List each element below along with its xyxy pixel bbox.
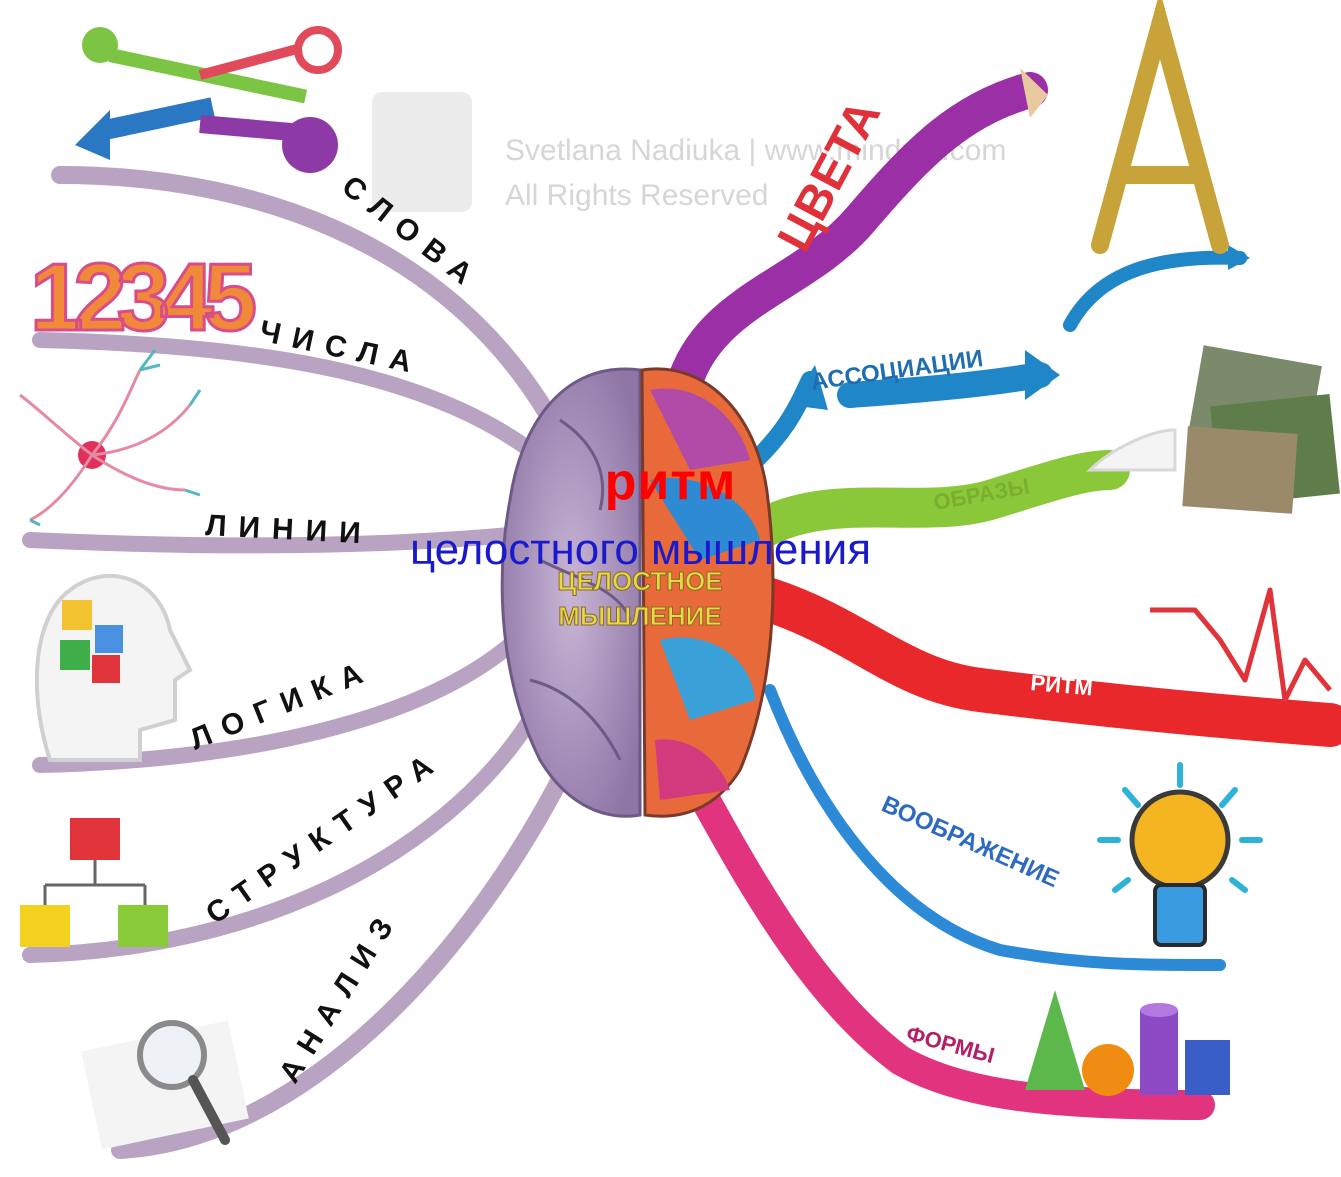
branch-cveta [662, 72, 1048, 418]
brain: ЦЕЛОСТНОЕ МЫШЛЕНИЕ [500, 367, 775, 818]
magnifier-icon [81, 1020, 249, 1150]
overlay-subtitle: целостного мышления [409, 525, 872, 574]
watermark-line2: All Rights Reserved [505, 179, 768, 212]
flowchart-icon [20, 818, 168, 947]
branch-chisla [32, 332, 538, 458]
branch-analiz [111, 751, 579, 1159]
lightbulb-icon [1097, 762, 1263, 947]
numbers-icon-text: 12345 [30, 244, 255, 351]
brain-label-line1: ЦЕЛОСТНОЕ [557, 566, 722, 596]
branch-associacii-2 [837, 362, 1053, 408]
branch-formy [685, 775, 1215, 1120]
pencil-tip [1020, 68, 1048, 118]
branch-struktura [22, 712, 538, 963]
arrow-head-associacii [790, 365, 828, 410]
arrow-head-associacii-2 [1025, 350, 1060, 400]
letter-a-icon [1091, 0, 1229, 254]
shapes-icon [1025, 990, 1230, 1096]
label-voobrazhenie: ВООБРАЖЕНИЕ [878, 791, 1063, 893]
branch-obrazy [740, 450, 1130, 550]
branch-voobrazhenie [764, 684, 1226, 971]
pulse-icon [1150, 587, 1332, 703]
branch-slova [51, 166, 554, 419]
branch-linii [22, 527, 518, 554]
brain-label-line2: МЫШЛЕНИЕ [558, 601, 722, 631]
numbers-icon: 12345 [29, 243, 267, 353]
right-branches [662, 72, 1341, 1120]
neuron-icon [19, 349, 202, 527]
left-branches [22, 166, 579, 1159]
label-ritm: РИТМ [1030, 670, 1094, 700]
photos-icon [1086, 345, 1340, 514]
arrow-head-top [1228, 245, 1250, 270]
head-puzzle-icon [34, 573, 193, 762]
branch-associacii-3 [1063, 250, 1247, 332]
keys-icon [75, 26, 342, 173]
overlay-title: ритм [604, 453, 737, 511]
brain-left-hemisphere [500, 367, 642, 818]
branch-ritm [748, 578, 1341, 747]
